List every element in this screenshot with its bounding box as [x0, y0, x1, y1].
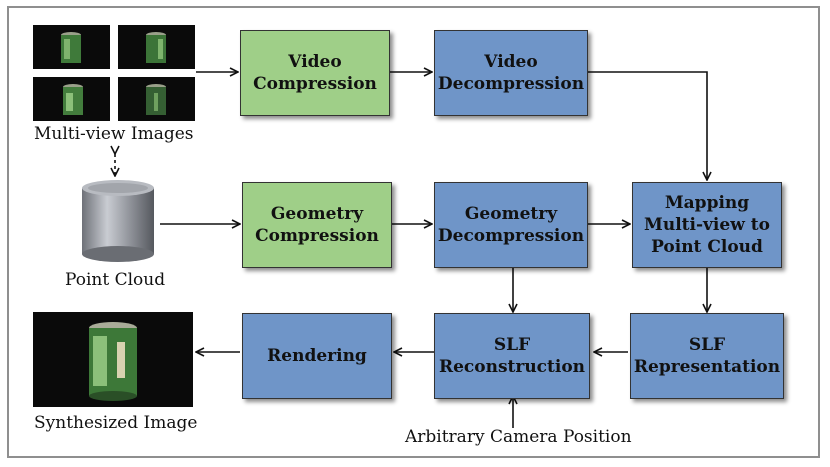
multiview-thumb-2 — [118, 25, 195, 69]
synthesized-label: Synthesized Image — [34, 413, 198, 433]
synthesized-image — [33, 312, 193, 407]
slf-representation-box: SLF Representation — [630, 313, 784, 399]
multiview-thumb-4 — [118, 77, 195, 121]
multiview-label: Multi-view Images — [34, 124, 194, 144]
point-cloud-cylinder — [78, 178, 158, 264]
geometry-decompression-box: Geometry Decompression — [434, 182, 588, 268]
geometry-compression-box: Geometry Compression — [242, 182, 392, 268]
slf-reconstruction-box: SLF Reconstruction — [434, 313, 590, 399]
multiview-thumb-1 — [33, 25, 110, 69]
multiview-thumb-3 — [33, 77, 110, 121]
video-compression-box: Video Compression — [240, 30, 390, 116]
camera-position-label: Arbitrary Camera Position — [405, 427, 632, 447]
rendering-box: Rendering — [242, 313, 392, 399]
mapping-box: Mapping Multi-view to Point Cloud — [632, 182, 782, 268]
arrow-video-decomp-to-mapping — [588, 71, 707, 180]
point-cloud-label: Point Cloud — [65, 270, 166, 290]
video-decompression-box: Video Decompression — [434, 30, 588, 116]
